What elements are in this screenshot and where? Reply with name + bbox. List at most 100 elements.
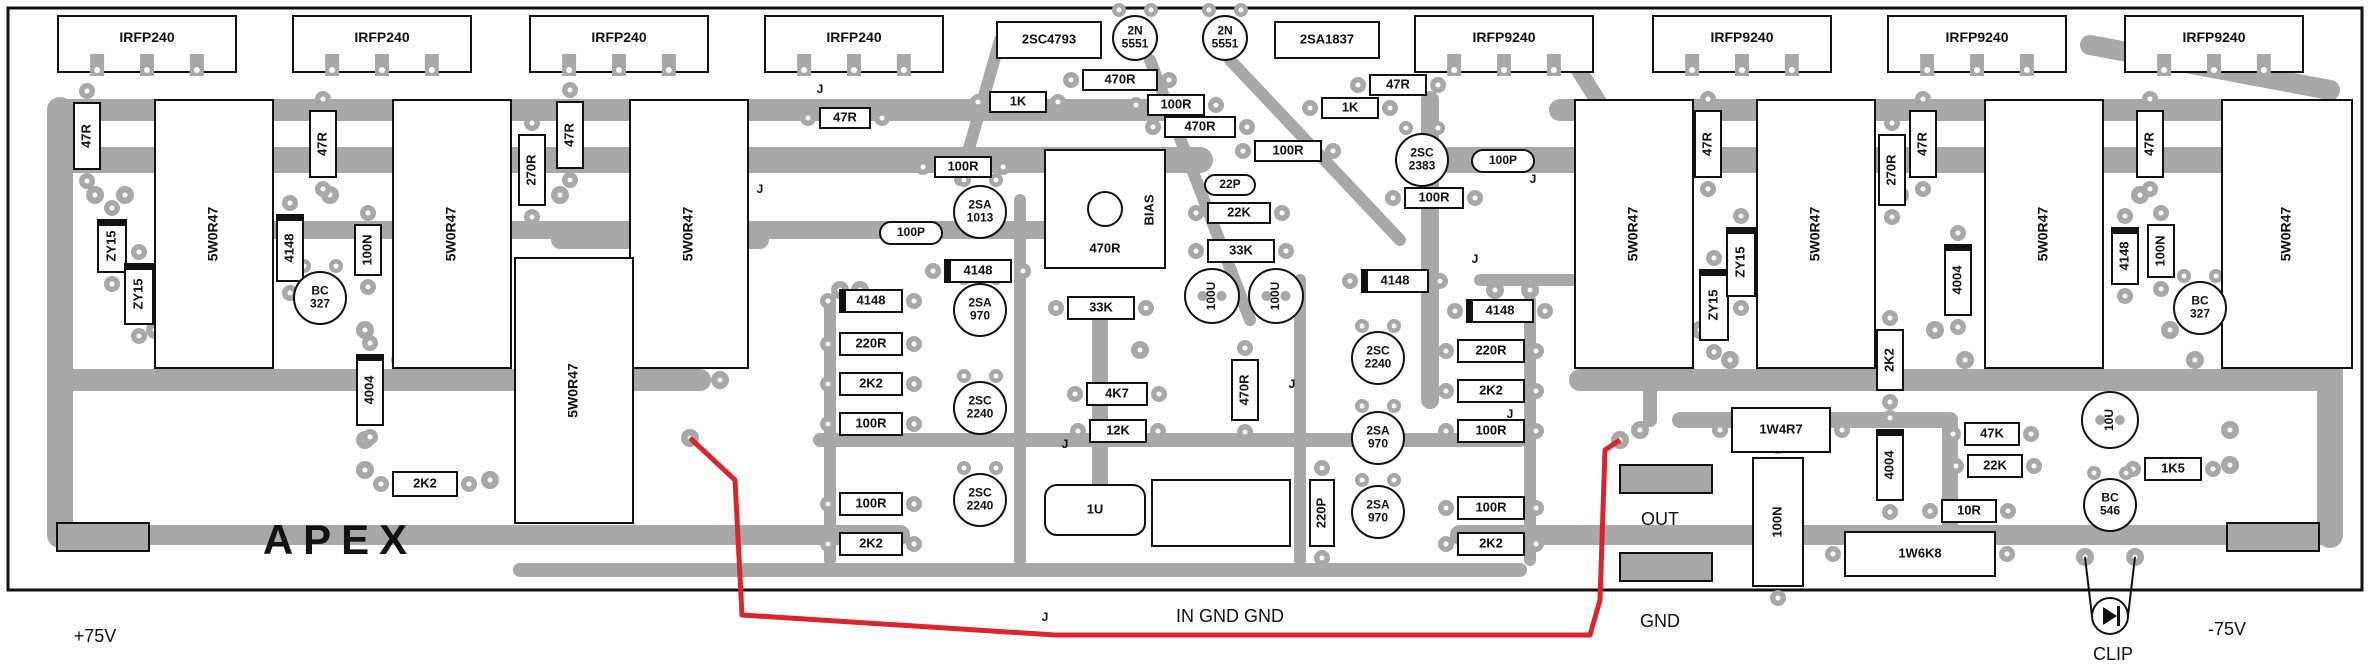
pad-hole: [365, 284, 371, 290]
pad-hole: [109, 281, 115, 287]
pad-hole: [1533, 348, 1539, 354]
mosfet-leg: [1447, 54, 1462, 76]
pad-hole: [993, 465, 999, 471]
gate-resistor-6: [2136, 110, 2164, 178]
pad-hole: [879, 115, 885, 121]
pad-hole: [911, 421, 917, 427]
mosfet-leg: [90, 54, 105, 76]
resistor-100-c1: [839, 412, 903, 436]
zener-right-2-label: ZY15: [1732, 246, 1747, 277]
label-line: 970: [1368, 510, 1388, 524]
label-out: OUT: [1641, 509, 1679, 529]
output-terminal-2: [1619, 552, 1713, 582]
gate-resistor-3: [556, 101, 584, 169]
pad-hole: [2031, 463, 2037, 469]
transistor-2sc2240-a: [953, 381, 1007, 435]
pad-hole: [1148, 7, 1154, 13]
resistor-2k2-right-vertical-label: 2K2: [1881, 348, 1896, 372]
resistor-2k2-c2: [839, 532, 903, 556]
label-line: 2240: [967, 406, 994, 420]
resistor-100-c4-label: 100R: [1475, 499, 1507, 514]
mosfet-leg-hole: [2211, 67, 2217, 73]
power-resistor-4: [1574, 99, 1694, 369]
mosfet-leg: [847, 54, 861, 76]
cap-10u: [2081, 391, 2139, 449]
pad-hole: [2181, 273, 2187, 279]
mosfet-8-label: IRFP9240: [2182, 29, 2245, 45]
pad-hole: [2227, 462, 2233, 468]
pad-hole: [567, 87, 573, 93]
pad-hole: [1435, 82, 1441, 88]
mosfet-2-label: IRFP240: [354, 29, 409, 45]
pad-hole: [1387, 105, 1393, 111]
pad-hole: [1443, 541, 1449, 547]
jumper-mark-5: J: [1289, 377, 1296, 391]
transistor-2sc4793-label: 2SC4793: [1022, 31, 1076, 46]
resistor-1w4r7: [1731, 407, 1831, 453]
label-line: 970: [970, 308, 990, 322]
power-resistor-2-label: 5W0R47: [443, 207, 459, 262]
cap-22p-label: 22P: [1219, 177, 1240, 191]
pad-hole: [911, 541, 917, 547]
pad-hole: [287, 200, 293, 206]
pad-hole: [2192, 357, 2198, 363]
pad-hole: [1472, 195, 1478, 201]
diode-band: [357, 355, 383, 361]
pad-hole: [1711, 255, 1717, 261]
mosfet-leg: [140, 54, 154, 76]
resistor-220-left-label: 220R: [855, 335, 887, 350]
resistor-1k-right: [1321, 97, 1379, 119]
resistor-220-left: [839, 332, 903, 356]
resistor-2k2-c4-label: 2K2: [1479, 535, 1503, 550]
jumper-mark-4: J: [1472, 252, 1479, 266]
pad-hole: [1955, 230, 1961, 236]
mosfet-leg: [325, 54, 340, 76]
diode-band: [840, 290, 846, 312]
pad-hole: [920, 164, 926, 170]
label-line: 2383: [1409, 158, 1436, 172]
resistor-4k7: [1086, 382, 1148, 406]
diode-4148-right-label: 4148: [2116, 242, 2131, 271]
clip-led-lead: [2084, 556, 2093, 617]
bias-label: BIAS: [1141, 194, 1156, 225]
diode-4004-right-2-label: 4004: [1881, 450, 1896, 480]
pad-hole: [1775, 595, 1781, 601]
pad-hole: [1542, 308, 1548, 314]
pad-hole: [333, 263, 339, 269]
cap-100n-left: [354, 224, 382, 276]
pad-hole: [84, 88, 90, 94]
diode-band: [1945, 245, 1971, 251]
label-line: 2SC: [1410, 146, 1434, 160]
diode-band: [98, 220, 126, 226]
cap-22p: [1204, 174, 1256, 196]
pad-hole: [911, 341, 917, 347]
pad-hole: [1705, 186, 1711, 192]
resistor-470-mid-label: 470R: [1184, 118, 1216, 133]
mosfet-leg-hole: [144, 67, 150, 73]
pad-hole: [1000, 164, 1006, 170]
resistor-100-top: [1147, 94, 1205, 116]
resistor-33k-left: [1067, 296, 1135, 320]
resistor-100-c3: [1457, 419, 1525, 443]
pad-hole: [930, 268, 936, 274]
pad-hole: [975, 99, 981, 105]
resistor-270-right-label: 270R: [1883, 154, 1898, 186]
power-resistor-7: [2221, 99, 2353, 369]
label-line: 2SA: [1366, 498, 1390, 512]
cap-100n-left-label: 100N: [359, 234, 374, 265]
resistor-47-center-label: 47R: [833, 109, 857, 124]
pad-hole: [1443, 428, 1449, 434]
pad-hole: [1533, 388, 1539, 394]
cap-100p-right: [1471, 149, 1535, 173]
gate-resistor-6-label: 47R: [2141, 131, 2156, 155]
resistor-2k2-c2-label: 2K2: [859, 535, 883, 550]
transistor-2n5551-a: [1112, 15, 1158, 61]
resistor-33k-center: [1207, 239, 1275, 263]
label-line: 2240: [967, 498, 994, 512]
mosfet-6-label: IRFP9240: [1710, 29, 1773, 45]
pad-hole: [825, 298, 831, 304]
